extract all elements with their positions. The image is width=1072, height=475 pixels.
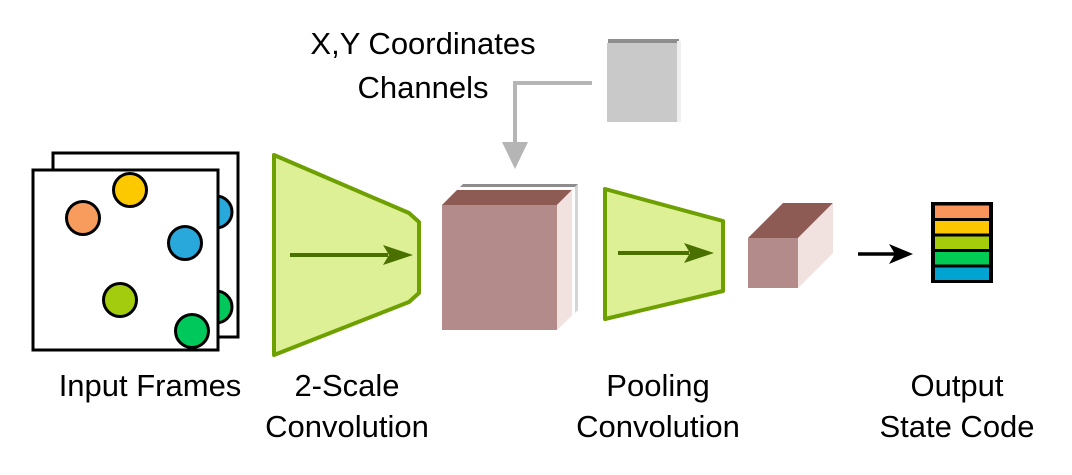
yellow-dot	[112, 172, 148, 208]
pooling-label-line1: Pooling	[606, 368, 710, 403]
coords-square-right-edge	[677, 41, 681, 122]
feature-cube-group	[442, 184, 578, 330]
conv1-label: 2-Scale Convolution	[217, 365, 477, 447]
coords-square-top-edge	[608, 39, 679, 44]
coords-square-group	[607, 39, 681, 122]
output-bar-blue	[935, 267, 989, 280]
output-bar-orange	[935, 205, 989, 218]
cube-right-face	[557, 190, 572, 330]
coords-connector-arrowhead	[502, 142, 528, 169]
pooled-cube-group	[748, 203, 833, 288]
coords-square	[607, 43, 677, 122]
input-frames-group	[31, 151, 240, 352]
small-cube-top-face	[748, 203, 833, 238]
output-bar-yellow	[935, 221, 989, 234]
small-cube-front-face	[748, 238, 798, 288]
conv1-label-line1: 2-Scale	[294, 368, 400, 403]
output-code-group	[931, 202, 993, 283]
coords-label-line1: X,Y Coordinates	[310, 26, 536, 61]
coords-connector-group	[502, 81, 592, 169]
yellowgreen-dot	[102, 282, 138, 318]
output-arrow-head	[889, 244, 913, 264]
output-label-line2: State Code	[879, 409, 1035, 444]
output-label-line1: Output	[910, 368, 1004, 403]
green-dot	[174, 313, 210, 349]
orange-dot	[65, 200, 101, 236]
output-bar-green	[935, 252, 989, 265]
pool-trapezoid-group	[603, 187, 725, 321]
input-frames-label: Input Frames	[58, 368, 242, 403]
output-label: Output State Code	[827, 365, 1072, 447]
output-arrow-group	[858, 244, 913, 264]
coords-channels-label: X,Y Coordinates Channels	[273, 22, 573, 110]
coords-label-line2: Channels	[357, 70, 489, 105]
cube-top-face	[442, 190, 572, 205]
small-cube-right-face	[798, 203, 833, 288]
conv1-label-line2: Convolution	[265, 409, 429, 444]
cube-front-face	[442, 205, 557, 330]
pool-arrow-head	[684, 243, 714, 263]
pooling-label-line2: Convolution	[576, 409, 740, 444]
blue-dot	[167, 225, 203, 261]
coords-connector-line	[513, 81, 592, 146]
conv1-arrow-head	[383, 245, 413, 265]
conv1-trapezoid-group	[272, 153, 421, 357]
pooling-label: Pooling Convolution	[528, 365, 788, 447]
output-bar-yellowgreen	[935, 236, 989, 249]
